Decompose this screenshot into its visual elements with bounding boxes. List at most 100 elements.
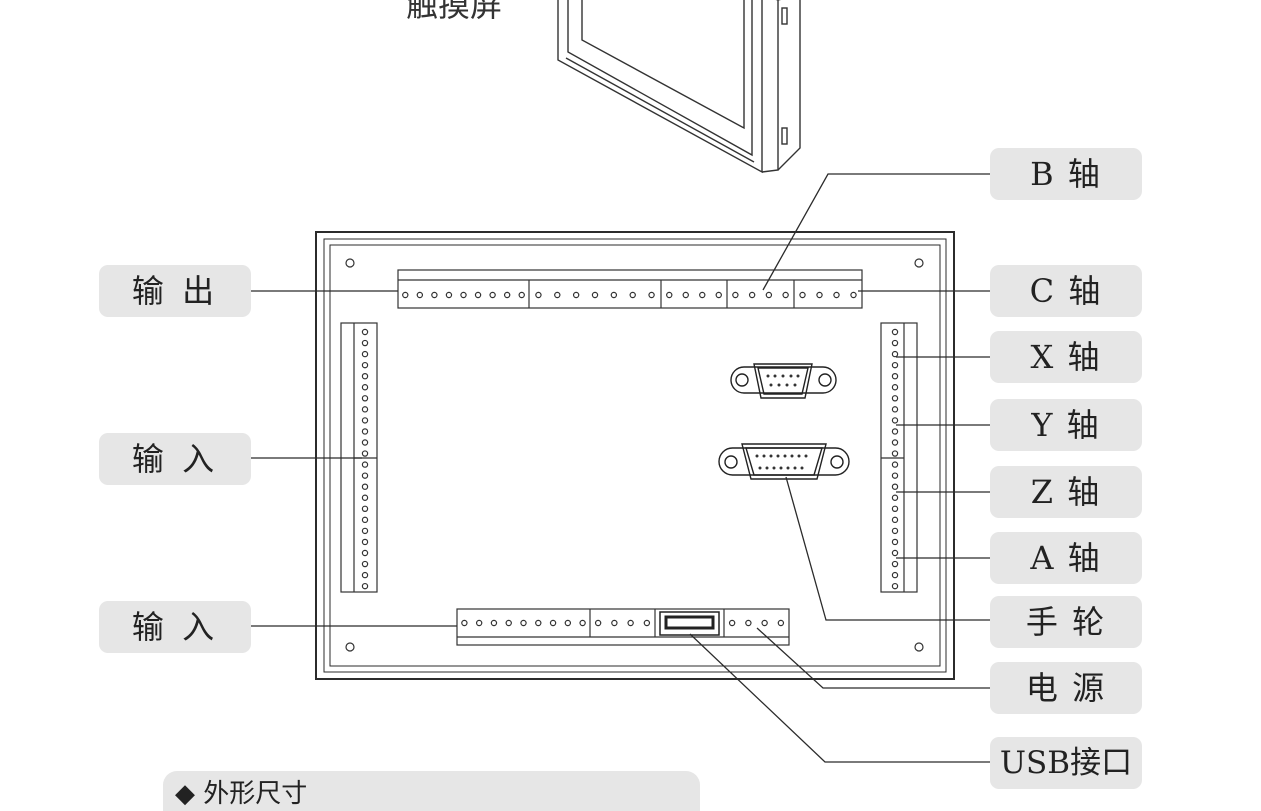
- terminal-pin: [361, 406, 369, 413]
- terminal-pin: [579, 619, 586, 627]
- terminal-pin: [361, 361, 369, 369]
- terminal-block-right: [880, 322, 918, 593]
- terminal-pin: [643, 619, 651, 627]
- terminal-pin: [891, 450, 899, 457]
- terminal-pin: [891, 384, 899, 391]
- section-caption: ◆ 外形尺寸: [175, 779, 308, 809]
- terminal-pin: [591, 291, 599, 299]
- terminal-pin: [891, 527, 899, 535]
- usb-port: [659, 611, 720, 636]
- terminal-pin: [682, 291, 689, 299]
- leader-power: [756, 627, 990, 689]
- db15-connector: [718, 443, 850, 480]
- terminal-pin: [489, 291, 496, 299]
- terminal-pin: [891, 494, 899, 501]
- terminal-pin: [891, 428, 899, 435]
- callout-output: 输 出: [99, 265, 251, 317]
- terminal-pin: [891, 505, 899, 512]
- leader-handwheel: [785, 476, 990, 621]
- terminal-pin: [648, 291, 655, 299]
- terminal-pin: [782, 291, 789, 299]
- callout-handwheel: 手 轮: [990, 596, 1142, 648]
- callout-power: 电 源: [990, 662, 1142, 714]
- terminal-pin: [461, 619, 468, 627]
- terminal-pin: [891, 350, 899, 358]
- terminal-pin: [891, 395, 899, 402]
- leader-b-axis: [762, 173, 990, 291]
- terminal-pin: [361, 428, 369, 435]
- terminal-pin: [761, 619, 768, 627]
- terminal-pin: [361, 538, 369, 546]
- leader-usb: [689, 633, 990, 763]
- terminal-pin: [833, 291, 840, 299]
- leader-lines: [251, 173, 990, 763]
- terminal-pin: [361, 373, 369, 380]
- terminal-pin: [431, 291, 438, 299]
- terminal-pin: [891, 538, 899, 546]
- terminal-pin: [361, 505, 369, 512]
- db9-connector: [730, 363, 837, 399]
- callout-a-axis: A 轴: [990, 532, 1142, 584]
- terminal-pin: [610, 291, 618, 299]
- terminal-pin: [891, 472, 899, 479]
- terminal-pin: [891, 560, 899, 568]
- touchscreen-device: [557, 0, 801, 174]
- terminal-pin: [666, 291, 673, 299]
- terminal-pin: [699, 291, 706, 299]
- touchscreen-label-fragment: 触摸屏: [406, 0, 503, 24]
- terminal-pin: [445, 291, 453, 299]
- terminal-pin: [850, 291, 857, 299]
- terminal-pin: [572, 291, 580, 299]
- terminal-pin: [611, 619, 618, 627]
- terminal-pin: [732, 291, 739, 299]
- terminal-pin: [891, 461, 899, 468]
- terminal-pin: [361, 483, 369, 490]
- terminal-pin: [474, 291, 482, 299]
- terminal-pin: [748, 291, 756, 299]
- terminal-pin: [490, 619, 498, 627]
- terminal-pin: [361, 560, 369, 568]
- terminal-block-bottom: [456, 608, 790, 646]
- terminal-pin: [361, 494, 369, 501]
- callout-x-axis: X 轴: [990, 331, 1142, 383]
- section-caption-bar: ◆ 外形尺寸: [163, 771, 700, 811]
- terminal-pin: [891, 483, 899, 490]
- terminal-pin: [715, 291, 722, 299]
- terminal-pin: [549, 619, 557, 627]
- terminal-pin: [554, 291, 561, 299]
- callout-y-axis: Y 轴: [990, 399, 1142, 451]
- terminal-pin: [361, 450, 369, 457]
- terminal-pin: [891, 571, 899, 579]
- db15-pins: [755, 454, 808, 470]
- terminal-pin: [416, 291, 424, 299]
- terminal-pin: [402, 291, 409, 299]
- terminal-pin: [361, 549, 369, 557]
- terminal-pin: [627, 619, 634, 627]
- terminal-pin: [535, 291, 542, 299]
- terminal-pin: [891, 373, 899, 380]
- terminal-pin: [891, 549, 899, 557]
- terminal-pin: [629, 291, 636, 299]
- terminal-pin: [891, 328, 899, 336]
- panel-frame: [315, 231, 955, 680]
- terminal-pin: [520, 619, 527, 627]
- terminal-pin: [361, 582, 369, 590]
- terminal-pin: [361, 461, 369, 468]
- terminal-pin: [361, 417, 369, 424]
- terminal-pin: [765, 291, 773, 299]
- terminal-pin: [518, 291, 525, 299]
- terminal-pin: [361, 527, 369, 535]
- terminal-pin: [361, 395, 369, 402]
- terminal-pin: [891, 361, 899, 369]
- terminal-pin: [728, 619, 736, 627]
- callout-z-axis: Z 轴: [990, 466, 1142, 518]
- terminal-pin: [799, 291, 806, 299]
- terminal-pin: [891, 339, 899, 347]
- terminal-pin: [745, 619, 752, 627]
- callout-input-lower: 输 入: [99, 601, 251, 653]
- terminal-pin: [361, 516, 369, 524]
- terminal-pin: [475, 619, 483, 627]
- callout-input-upper: 输 入: [99, 433, 251, 485]
- callout-b-axis: B 轴: [990, 148, 1142, 200]
